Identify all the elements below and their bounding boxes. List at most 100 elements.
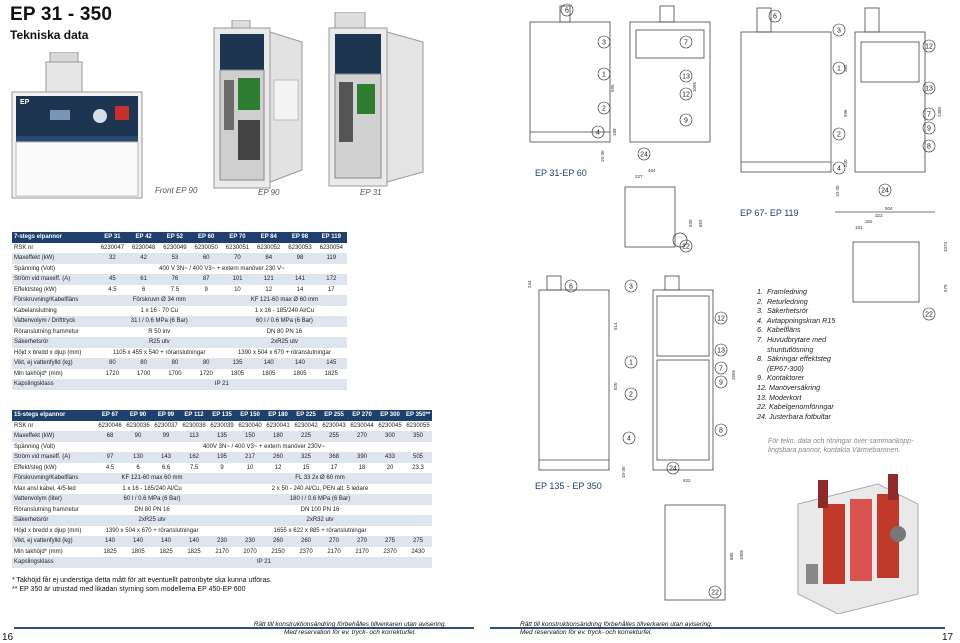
table-cell-group-a: 1105 x 455 x 540 + röranslutningar <box>96 347 222 358</box>
row-label: Höjd x bredd x djup (mm) <box>12 347 97 358</box>
table-cell-group-b: 2xR32 utv <box>208 515 432 526</box>
table-cell: 121 <box>253 274 285 285</box>
svg-text:6: 6 <box>773 14 777 21</box>
svg-text:22: 22 <box>711 590 719 597</box>
table-cell: 6230038 <box>180 420 208 431</box>
svg-text:454: 454 <box>648 168 656 173</box>
table-cell-group-b: DN 100 PN 16 <box>208 504 432 515</box>
page-title: EP 31 - 350 <box>10 4 113 25</box>
svg-text:8: 8 <box>927 144 931 151</box>
table-cell: 225 <box>292 431 320 442</box>
row-label: Kapslingsklass <box>12 379 97 390</box>
legend-item: (EP67-300) <box>757 363 804 373</box>
svg-text:2: 2 <box>629 392 633 399</box>
row-label: Höjd x bredd x djup (mm) <box>12 525 96 536</box>
table-cell: 2170 <box>208 546 236 557</box>
table-cell: 7.5 <box>180 462 208 473</box>
table-cell-group-a: 1390 x 504 x 670 + röranslutningar <box>96 525 208 536</box>
table-cell: 350 <box>404 431 432 442</box>
table-cell: 6230044 <box>348 420 376 431</box>
table-cell: 230 <box>208 536 236 547</box>
table-title: 15-stegs elpannor <box>12 410 96 421</box>
caption-front: Front EP 90 <box>155 186 198 195</box>
svg-text:1380: 1380 <box>937 106 942 117</box>
svg-text:653: 653 <box>698 219 703 227</box>
table-cell: 300 <box>376 431 404 442</box>
svg-text:514: 514 <box>613 322 618 330</box>
svg-text:820: 820 <box>613 382 618 390</box>
table-cell: 80 <box>159 358 191 369</box>
table-cell: 14 <box>284 284 316 295</box>
svg-text:13: 13 <box>717 348 725 355</box>
table-cell-group-a: 1 x 16 - 185/240 Al/Cu <box>96 483 208 494</box>
table-cell-group-a: 60 l / 0.6 MPa (6 Bar) <box>96 494 208 505</box>
disclaimer-left: Rätt till konstruktionsändring förbehåll… <box>250 621 450 637</box>
table-row: Vattenvolym (liter)60 l / 0.6 MPa (6 Bar… <box>12 494 432 505</box>
table-cell: 98 <box>284 253 316 264</box>
table-row: Höjd x bredd x djup (mm)1105 x 455 x 540… <box>12 347 347 358</box>
table-cell-group-a: Förskruvn Ø 34 mm <box>96 295 222 306</box>
svg-text:1655: 1655 <box>731 369 736 380</box>
table-cell: 141 <box>284 274 316 285</box>
column-header: EP 300 <box>376 410 404 421</box>
table-cell: 6230048 <box>128 242 160 253</box>
table-cell: 99 <box>152 431 180 442</box>
svg-text:3: 3 <box>629 284 633 291</box>
table-cell: 230 <box>236 536 264 547</box>
table-row: Höjd x bredd x djup (mm)1390 x 504 x 670… <box>12 525 432 536</box>
footnote-2: ** EP 350 är utrustad med likadan styrni… <box>12 586 246 593</box>
table-cell: 9 <box>190 284 222 295</box>
svg-text:265: 265 <box>843 64 848 72</box>
column-header: EP 67 <box>96 410 124 421</box>
table-cell: 53 <box>159 253 191 264</box>
table-cell: 17 <box>315 284 347 295</box>
table-cell: 2150 <box>264 546 292 557</box>
table-cell: 6230042 <box>292 420 320 431</box>
table-cell: 80 <box>96 358 129 369</box>
svg-text:3: 3 <box>837 28 841 35</box>
photo-front-panel: EP <box>10 51 145 200</box>
row-label: Kapslingsklass <box>12 557 96 568</box>
table-cell: 10 <box>236 462 264 473</box>
table-cell: 6230037 <box>152 420 180 431</box>
svg-text:240: 240 <box>843 159 848 167</box>
row-label: Effekt/steg (kW) <box>12 284 97 295</box>
row-label: Vikt, ej vattenfylld (kg) <box>12 358 97 369</box>
caption-ep31: EP 31 <box>360 188 382 197</box>
table-cell: 87 <box>190 274 222 285</box>
table-cell: 390 <box>348 452 376 463</box>
table-cell: 1700 <box>128 368 160 379</box>
table-cell: 140 <box>96 536 124 547</box>
legend-item: 3. Säkerhetsrör <box>757 306 809 316</box>
column-header: EP 31 <box>96 232 129 243</box>
row-label: Säkerhetsrör <box>12 515 96 526</box>
table-cell: 275 <box>376 536 404 547</box>
table-cell: 4.5 <box>96 462 124 473</box>
row-label: RSK nr <box>12 242 97 253</box>
table-cell: 80 <box>190 358 222 369</box>
svg-text:1: 1 <box>602 72 606 79</box>
column-header: EP 112 <box>180 410 208 421</box>
column-header: EP 60 <box>190 232 222 243</box>
svg-text:6: 6 <box>569 284 573 291</box>
table-cell-group-a: R 50 inv <box>96 326 222 337</box>
table-cell: 9 <box>208 462 236 473</box>
table-cell: 270 <box>320 536 348 547</box>
table-cell: 23.3 <box>404 462 432 473</box>
column-header: EP 70 <box>221 232 254 243</box>
label-ep31-60: EP 31-EP 60 <box>535 168 587 178</box>
table-cell: 140 <box>180 536 208 547</box>
table-cell: 505 <box>404 452 432 463</box>
table-cell: 2430 <box>404 546 432 557</box>
